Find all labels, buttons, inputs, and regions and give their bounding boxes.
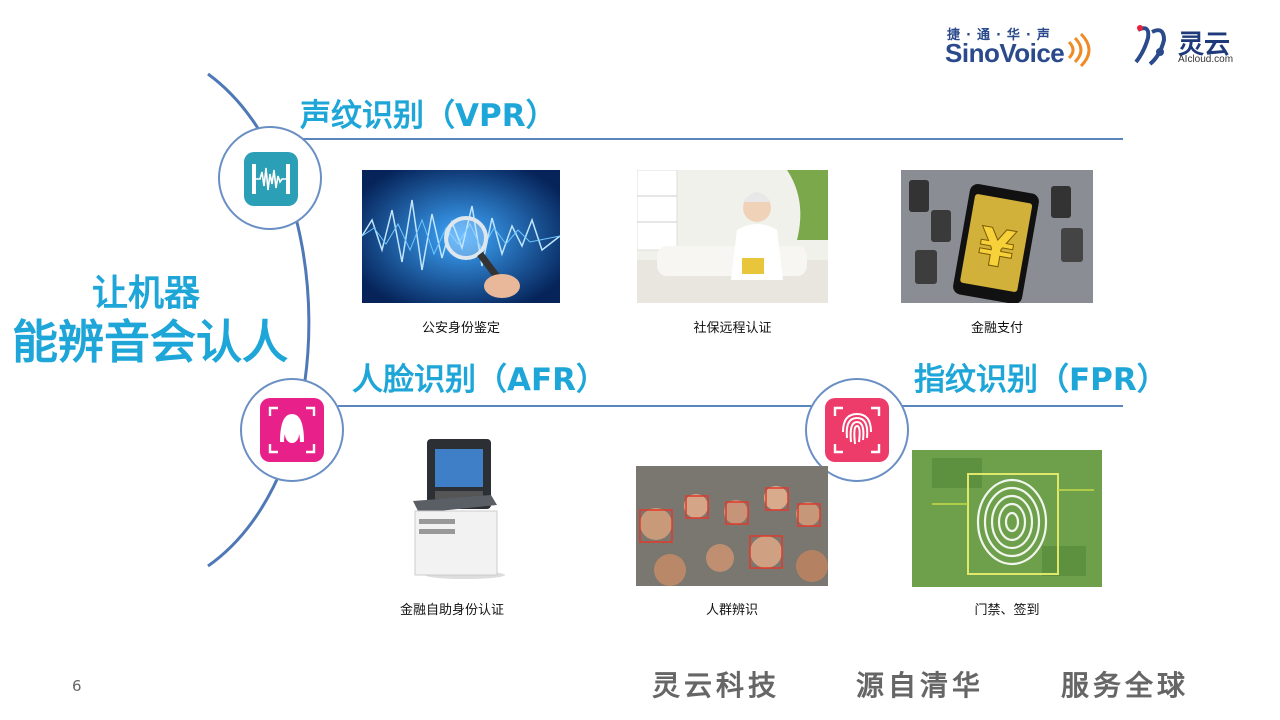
afr-heading: 人脸识别（AFR）: [352, 362, 608, 398]
sinovoice-en-label: SinoVoice: [945, 38, 1065, 68]
slogan-1: 灵云科技: [652, 669, 781, 702]
lingyun-logo: 灵云 AIcloud.com: [1130, 22, 1250, 70]
vpr-icon-circle: [218, 126, 322, 230]
vpr-heading: 声纹识别（VPR）: [300, 98, 557, 134]
soundwave-magnifier-image: [362, 170, 560, 303]
caption-social-security: 社保远程认证: [693, 321, 772, 336]
sinovoice-cn-label: 捷·通·华·声: [947, 28, 1056, 43]
lingyun-cn-label: 灵云: [1178, 30, 1231, 60]
caption-police-identity: 公安身份鉴定: [421, 321, 500, 336]
slogan-2: 源自清华: [856, 669, 985, 702]
lingyun-mark-icon: [1134, 25, 1167, 66]
self-service-kiosk-image: [405, 435, 515, 580]
sound-wave-logo-icon: [1067, 32, 1091, 68]
slogan-3: 服务全球: [1061, 669, 1190, 702]
page-number: 6: [72, 677, 82, 695]
elderly-woman-phone-image: [637, 170, 828, 303]
vpr-divider: [300, 138, 1123, 140]
green-fingerprint-image: [912, 450, 1102, 587]
face-icon: [260, 398, 324, 462]
caption-finance-payment: 金融支付: [970, 321, 1023, 336]
caption-access-checkin: 门禁、签到: [974, 603, 1040, 618]
afr-divider: [338, 405, 1123, 407]
sinovoice-logo: 捷·通·华·声 SinoVoice: [945, 22, 1105, 70]
left-title-line2: 能辨音会认人: [12, 315, 288, 369]
left-title-line1: 让机器: [92, 273, 201, 314]
crowd-face-detection-image: [636, 466, 828, 586]
caption-crowd-recognition: 人群辨识: [705, 603, 758, 618]
lingyun-en-label: AIcloud.com: [1178, 54, 1234, 65]
caption-finance-self-service: 金融自助身份认证: [399, 603, 504, 618]
fpr-heading: 指纹识别（FPR）: [914, 362, 1168, 398]
afr-icon-circle: [240, 378, 344, 482]
fingerprint-icon: [825, 398, 889, 462]
phone-payment-image: ¥: [901, 170, 1093, 303]
fpr-icon-circle: [805, 378, 909, 482]
voiceprint-waveform-icon: [244, 152, 298, 206]
